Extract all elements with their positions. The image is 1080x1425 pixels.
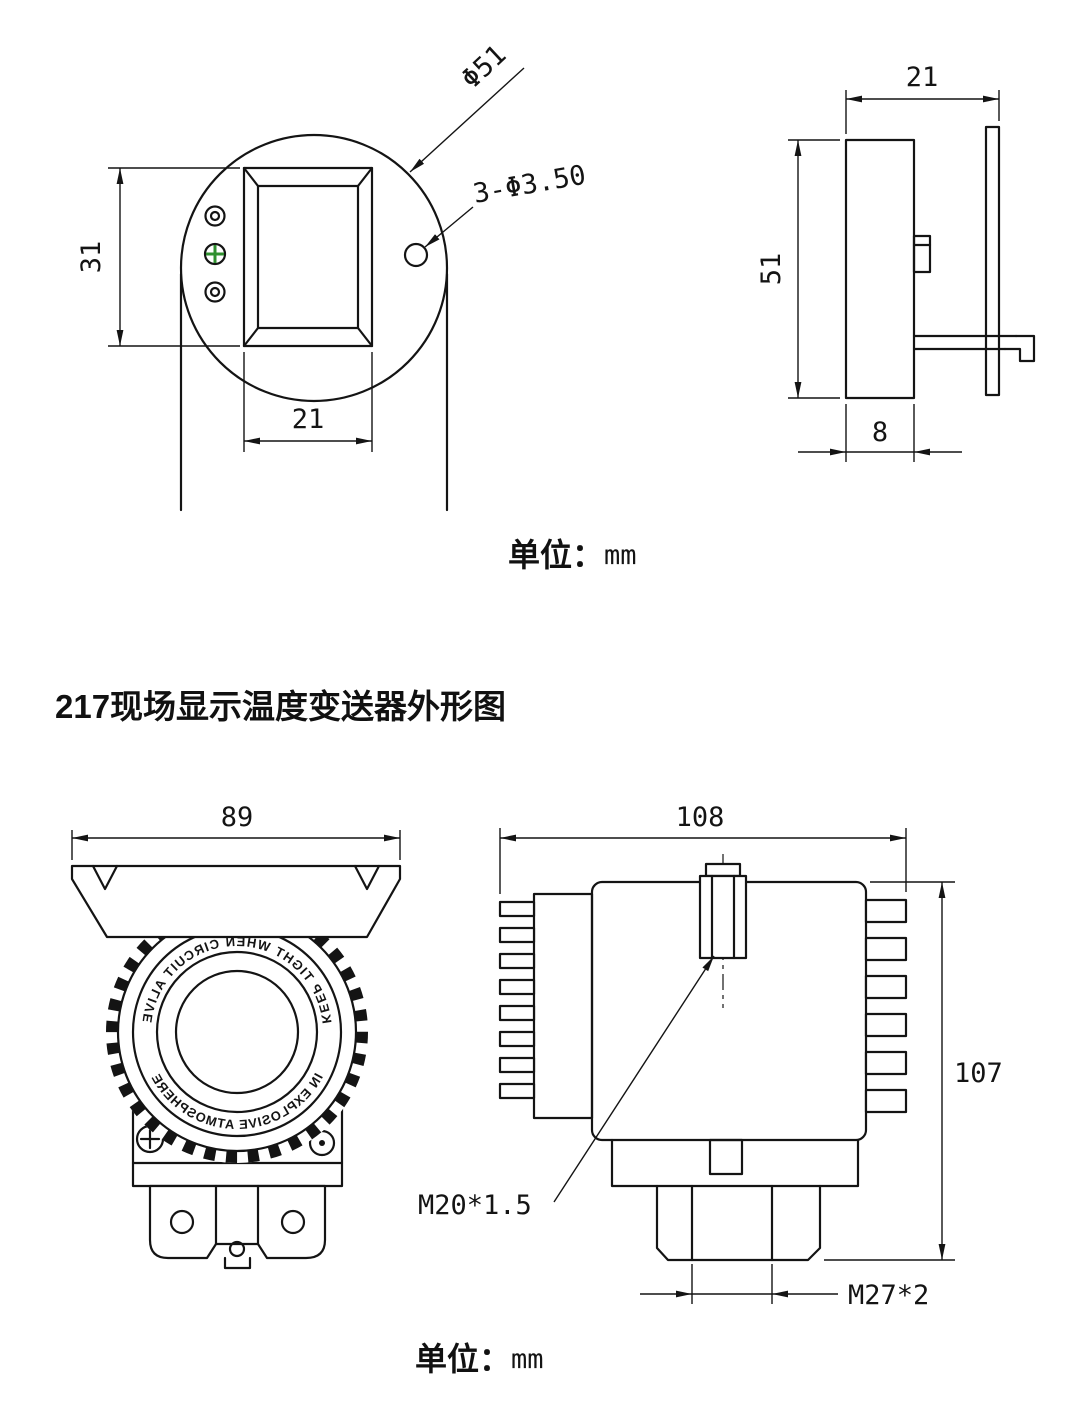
flange-plate [70, 864, 402, 939]
dimension-21-front: 21 [243, 352, 373, 452]
unit-label: 单位： [415, 1341, 511, 1377]
unit-note-top: 单位： mm [508, 537, 637, 573]
dimension-process-thread: M27*2 [640, 1264, 929, 1311]
button-top [204, 205, 226, 227]
leader-conduit-thread: M20*1.5 [418, 955, 715, 1221]
display-window-inner [256, 184, 360, 330]
dimension-31: 31 [76, 167, 240, 347]
cap-window [174, 969, 300, 1095]
button-bottom [204, 281, 226, 303]
dim-108-label: 108 [676, 802, 725, 833]
dimension-51: 51 [756, 139, 840, 399]
flange-notch-right [353, 864, 381, 891]
dimension-107: 107 [824, 881, 1003, 1261]
mounting-hole [403, 242, 429, 268]
flange-notch-left [91, 864, 119, 891]
mounting-clamp [1003, 334, 1036, 363]
unit-value: mm [511, 1344, 544, 1375]
connection-block [148, 1184, 327, 1260]
left-cap-ribs [498, 900, 536, 1100]
panel-plate [984, 125, 1001, 397]
mounting-flange [70, 864, 402, 939]
unit-value: mm [604, 540, 637, 571]
dimension-89: 89 [71, 802, 401, 860]
display-side-view [844, 125, 1036, 400]
dim-31-label: 31 [76, 241, 107, 274]
process-thread-label: M27*2 [848, 1280, 929, 1311]
dimension-21-side: 21 [845, 62, 1000, 134]
dimension-8: 8 [798, 404, 962, 462]
conduit-thread-label: M20*1.5 [418, 1190, 532, 1221]
display-face-circle [179, 133, 449, 403]
process-connection-side [610, 1138, 860, 1262]
holes-label: 3-Φ3.50 [471, 160, 588, 210]
dim-89-label: 89 [221, 802, 254, 833]
transmitter-cap: KEEP TIGHT WHEN CIRCUIT ALIVE IN EXPLOSI… [106, 901, 368, 1163]
process-connection-front [148, 1184, 327, 1270]
left-cap [532, 892, 594, 1120]
hex-nut [655, 1184, 822, 1262]
unit-note-bottom: 单位： mm [415, 1341, 544, 1377]
dim-21-front-label: 21 [292, 404, 325, 435]
dim-8-label: 8 [872, 417, 888, 448]
transmitter-front-view: KEEP TIGHT WHEN CIRCUIT ALIVE IN EXPLOSI… [70, 864, 402, 1270]
conduit-entry-hex [698, 854, 748, 1008]
display-front-view [179, 133, 449, 512]
display-window-outer [242, 166, 374, 348]
leader-holes: 3-Φ3.50 [424, 160, 588, 248]
dim-107-label: 107 [954, 1058, 1003, 1089]
ground-mark-circle [203, 242, 227, 266]
dim-21-side-label: 21 [906, 62, 939, 93]
leader-diameter: Φ51 [409, 39, 525, 173]
dim-51-label: 51 [756, 253, 787, 286]
transmitter-side-view [498, 854, 908, 1262]
connector-clip [912, 234, 932, 274]
right-cap-ribs [864, 898, 908, 1114]
section-title: 217现场显示温度变送器外形图 [55, 688, 506, 725]
neck [610, 1138, 860, 1188]
unit-label: 单位： [508, 537, 604, 573]
dimension-108: 108 [499, 802, 907, 894]
display-body-side [844, 138, 916, 400]
